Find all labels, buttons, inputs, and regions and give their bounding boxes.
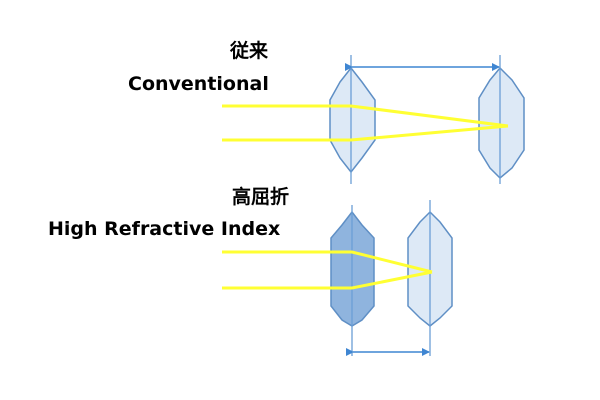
high-refractive-label-japanese: 高屈折 <box>232 186 290 208</box>
conventional-label-english: Conventional <box>128 73 269 95</box>
conventional-front-lens <box>329 66 376 174</box>
conventional-lower-ray <box>222 124 509 142</box>
conventional-label-japanese: 従来 <box>230 40 269 62</box>
conventional-section <box>222 55 525 184</box>
conventional-rear-lens <box>478 66 525 180</box>
high-refractive-upper-ray <box>222 250 433 274</box>
high-refractive-label-english: High Refractive Index <box>48 218 281 240</box>
high-refractive-lower-ray <box>222 270 433 290</box>
conventional-upper-ray <box>222 104 509 128</box>
high-refractive-section <box>222 200 453 356</box>
